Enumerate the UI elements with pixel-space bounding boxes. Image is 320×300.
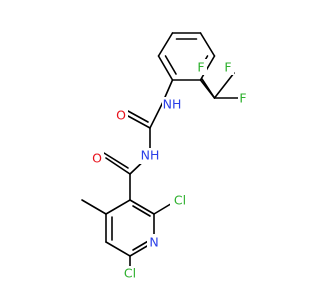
bond-ph-a1 — [157, 32, 174, 57]
atom-n-pyridine: N — [149, 235, 158, 250]
bond-nh-c — [149, 103, 163, 129]
bond-py-c3-c2 — [129, 199, 155, 215]
bond-ph-a4 — [199, 55, 216, 81]
atom-f-top-right: F — [224, 60, 231, 75]
bond-c4-methyl — [81, 199, 107, 215]
bond-c-o-1 — [127, 115, 151, 129]
atom-nh-imide: NH — [141, 148, 160, 163]
atom-labels: O NH O NH N Cl Cl F F F — [90, 59, 250, 282]
bond-ph-a6 — [157, 55, 174, 81]
atom-f-top-left: F — [197, 60, 204, 75]
atom-cl-2: Cl — [174, 193, 186, 208]
bonds — [81, 32, 242, 279]
bond-py-c6-c5 — [105, 241, 131, 257]
molecule-svg: O NH O NH N Cl Cl F F F — [81, 32, 250, 282]
atom-cl-6: Cl — [124, 266, 136, 281]
bond-py-inner1 — [132, 205, 151, 217]
bond-co-o-1 — [105, 157, 131, 175]
bond-co-o-2 — [103, 152, 129, 169]
bond-ph-inner3 — [164, 55, 177, 75]
atom-f-right: F — [239, 91, 246, 106]
bond-ph-a3 — [199, 32, 216, 57]
atom-o-urea: O — [116, 108, 126, 123]
bond-c-f2 — [213, 72, 235, 99]
atom-o-amide: O — [92, 151, 102, 166]
bond-c-o-2 — [127, 110, 149, 123]
molecule-structure-diagram: O NH O NH N Cl Cl F F F — [81, 32, 250, 282]
bond-c-f1 — [201, 78, 216, 99]
bond-py-c4-c3 — [105, 199, 131, 215]
atom-nh-aryl: NH — [163, 97, 182, 112]
